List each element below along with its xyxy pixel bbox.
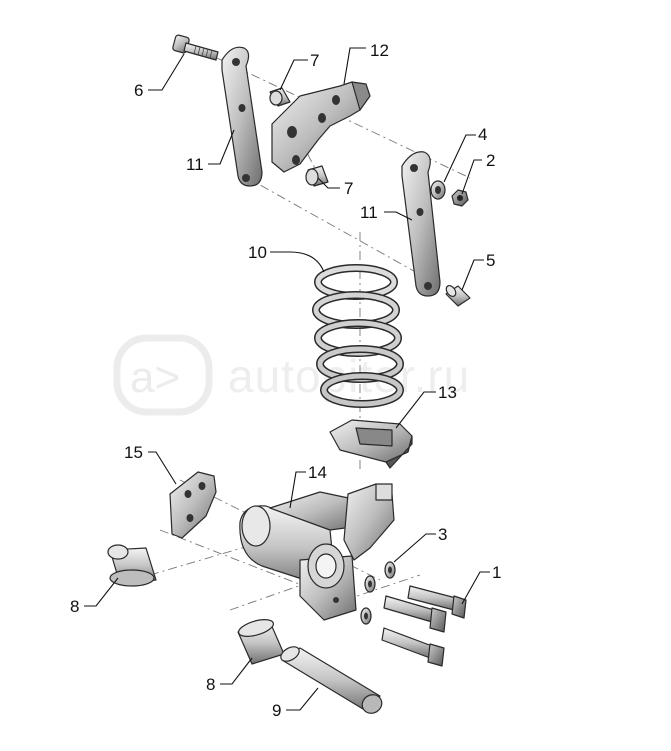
callout-5: 5 xyxy=(486,251,495,270)
bolts-part-1 xyxy=(381,585,467,667)
washer-part-4 xyxy=(430,180,446,200)
callout-12: 12 xyxy=(370,41,389,60)
callout-7-upper: 7 xyxy=(310,51,319,70)
bushing-part-7-lower xyxy=(305,165,329,187)
bushing-part-7-upper xyxy=(269,87,291,107)
shaft-part-9 xyxy=(280,646,383,714)
callout-11-right: 11 xyxy=(360,203,378,222)
lever-part-11-right xyxy=(401,151,441,297)
svg-text:a>: a> xyxy=(130,353,180,402)
callout-10: 10 xyxy=(248,243,267,262)
sleeve-part-8-lower xyxy=(237,619,285,665)
callout-3: 3 xyxy=(438,525,447,544)
callout-labels: 6 7 12 11 7 4 2 11 5 10 13 15 14 3 1 8 8… xyxy=(70,41,501,720)
callout-6: 6 xyxy=(134,81,143,100)
bolt-part-6 xyxy=(172,34,219,61)
nut-part-2 xyxy=(451,189,469,207)
callout-8-upper: 8 xyxy=(70,597,79,616)
washers-part-3 xyxy=(360,561,396,625)
callout-8-lower: 8 xyxy=(206,675,215,694)
callout-14: 14 xyxy=(308,463,327,482)
callout-15: 15 xyxy=(124,443,143,462)
leader-lines xyxy=(84,47,490,711)
callout-9: 9 xyxy=(272,701,281,720)
lever-part-11-left xyxy=(221,46,263,187)
coil-spring-part-10 xyxy=(312,264,404,408)
spring-seat-part-13 xyxy=(329,419,413,469)
callout-1: 1 xyxy=(492,563,501,582)
flange-plate-part-15 xyxy=(169,471,217,539)
callout-11-left: 11 xyxy=(186,155,204,174)
housing-part-14 xyxy=(239,483,395,621)
sleeve-part-8-upper xyxy=(107,544,157,587)
callout-7-lower: 7 xyxy=(344,179,353,198)
callout-13: 13 xyxy=(438,383,457,402)
pin-part-5 xyxy=(445,284,471,307)
callout-2: 2 xyxy=(486,151,495,170)
bracket-plate-part-12 xyxy=(271,81,371,173)
callout-4: 4 xyxy=(478,125,487,144)
